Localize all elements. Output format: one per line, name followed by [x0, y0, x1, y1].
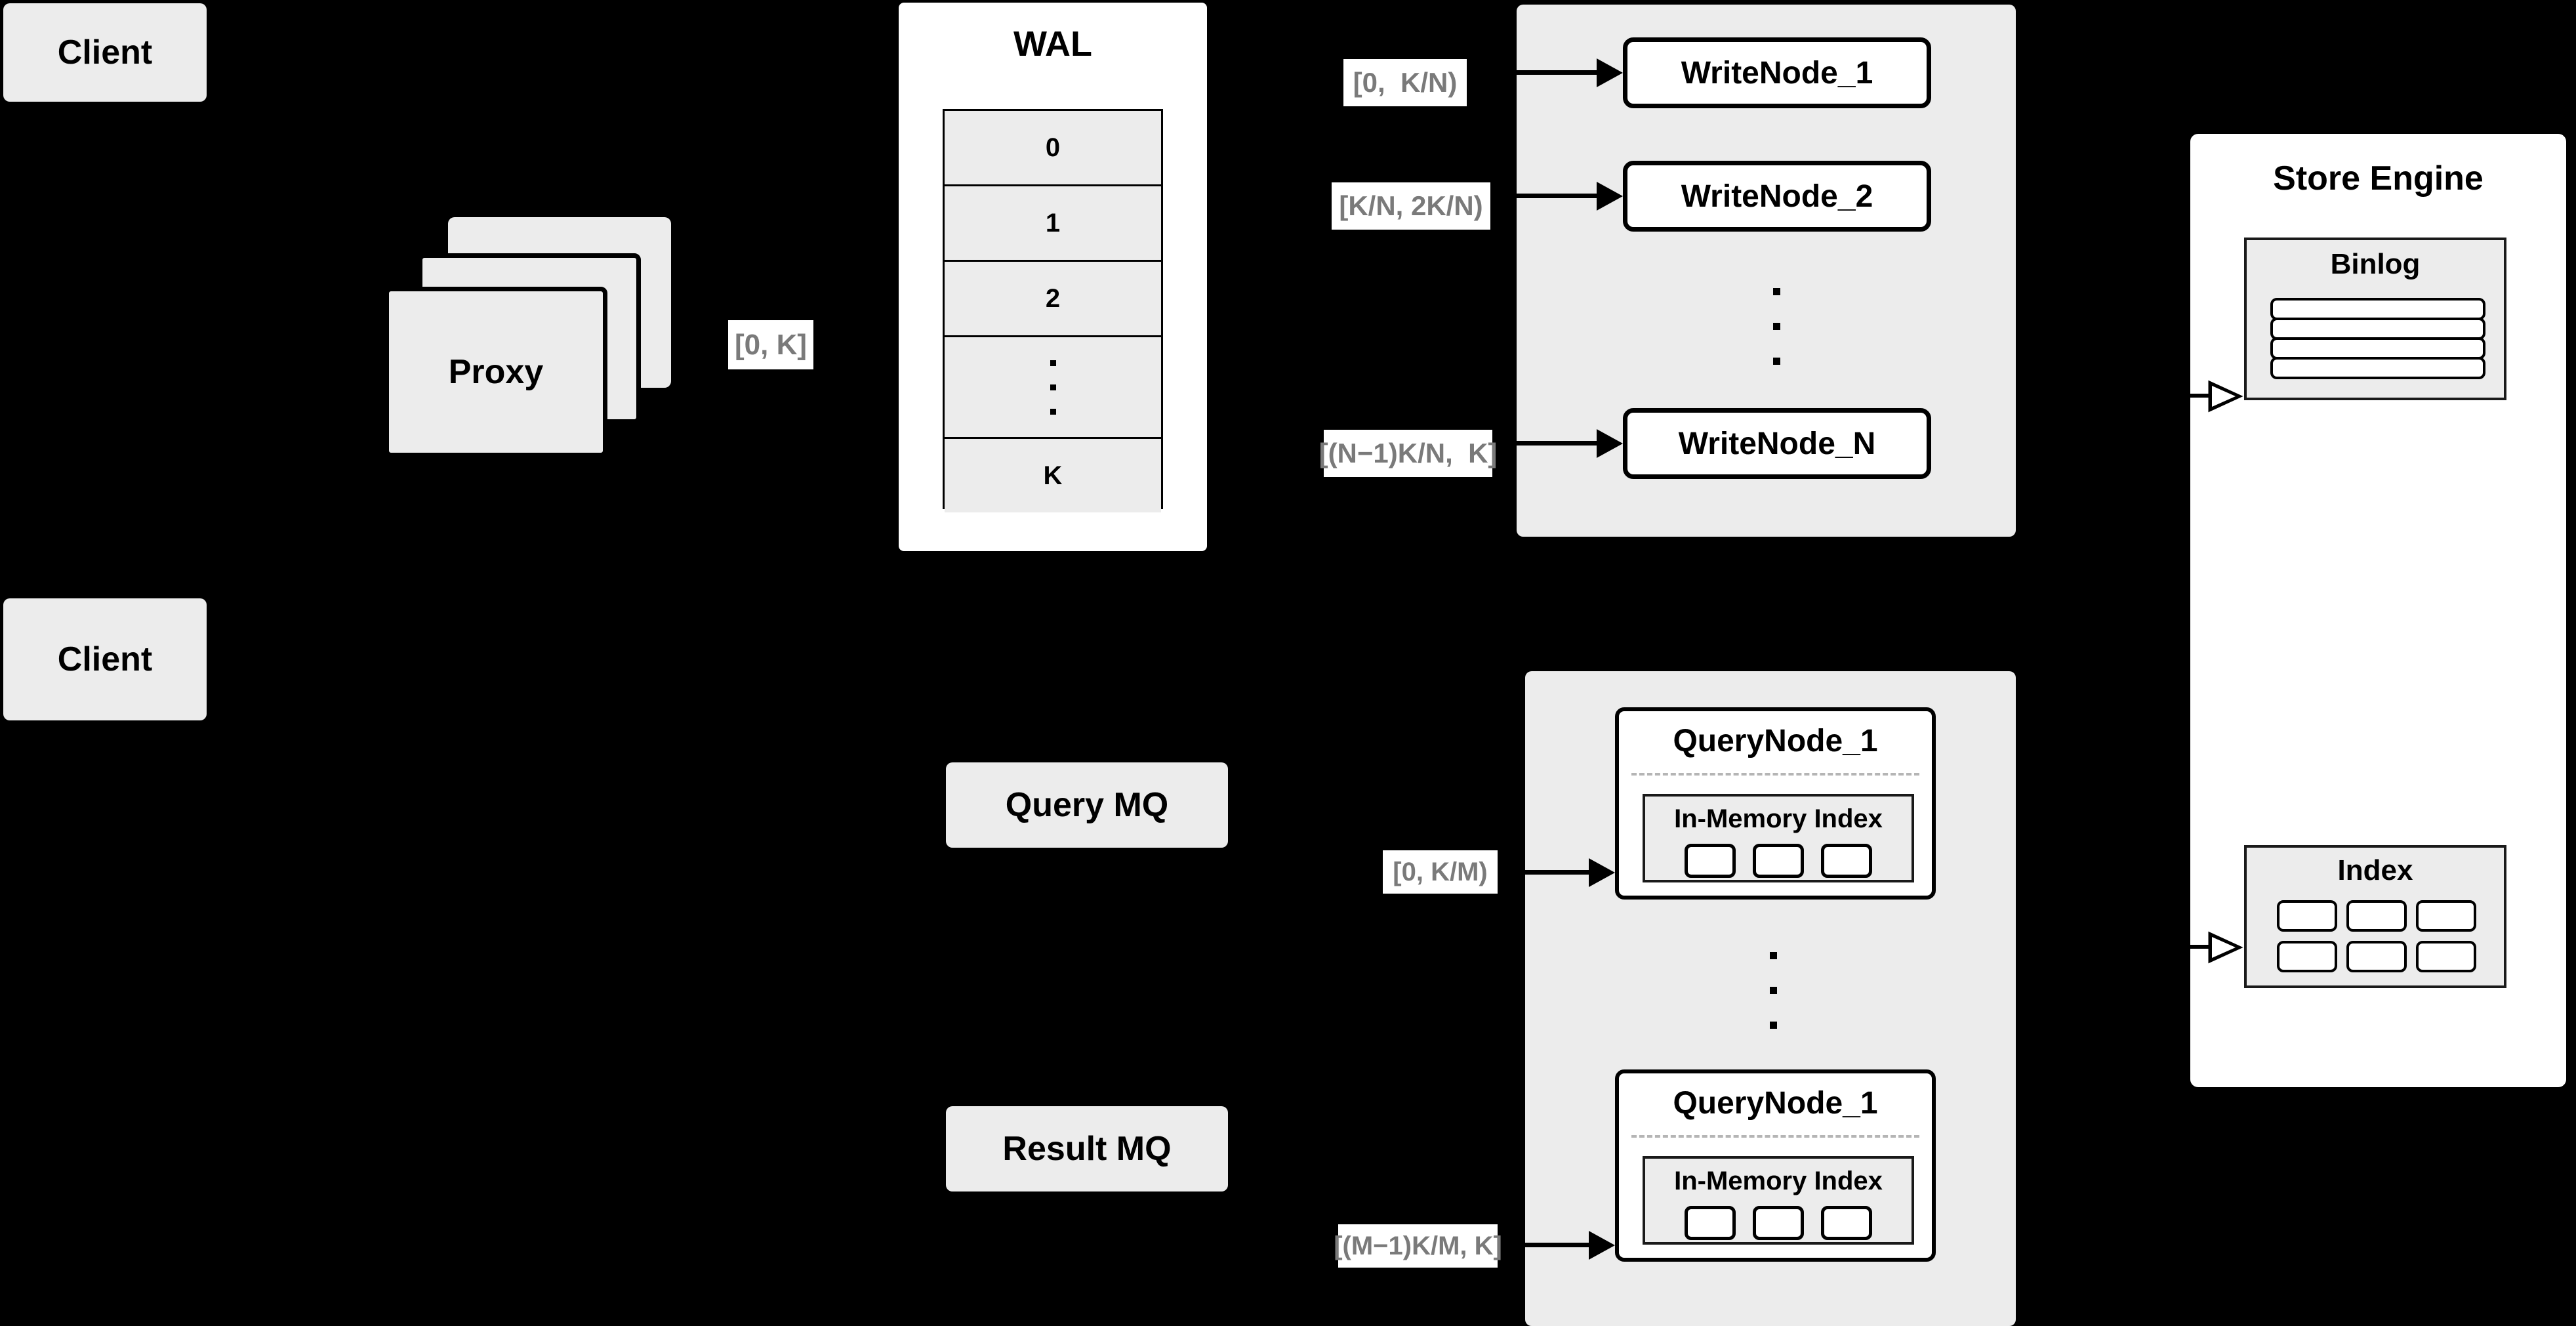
range-label-text: [0, K/N) — [1353, 67, 1458, 98]
query-node-m-separator — [1631, 1135, 1919, 1138]
client-box-1[interactable]: Client — [3, 3, 207, 102]
index-box: Index — [2244, 845, 2506, 988]
index-slot — [1821, 844, 1872, 878]
range-label-proxy-to-wal: [0, K] — [728, 320, 813, 369]
ellipsis-dot — [1773, 358, 1780, 365]
query-node-m-in-memory-index: In-Memory Index — [1643, 1156, 1914, 1245]
binlog-entry — [2270, 357, 2485, 379]
ellipsis-dot — [1773, 323, 1780, 330]
in-memory-index-title-m: In-Memory Index — [1674, 1167, 1883, 1195]
arrow-head-write-2 — [1597, 182, 1623, 211]
query-node-1-separator — [1631, 773, 1919, 776]
index-title: Index — [2337, 854, 2413, 886]
result-mq-label: Result MQ — [1002, 1130, 1172, 1168]
index-slot — [1821, 1206, 1872, 1240]
write-node-n-label: WriteNode_N — [1678, 426, 1876, 461]
ellipsis-dot — [1770, 952, 1777, 959]
arrow-line-write-1 — [1517, 70, 1599, 75]
index-cell — [2277, 900, 2337, 932]
binlog-entry — [2270, 337, 2485, 360]
result-mq-box[interactable]: Result MQ — [946, 1106, 1228, 1191]
wal-dot — [1050, 408, 1056, 415]
write-node-1[interactable]: WriteNode_1 — [1623, 37, 1931, 108]
query-node-m[interactable]: QueryNode_1 In-Memory Index — [1615, 1069, 1936, 1262]
index-cell — [2346, 900, 2407, 932]
write-node-n[interactable]: WriteNode_N — [1623, 408, 1931, 479]
client-box-2[interactable]: Client — [3, 598, 207, 720]
wal-dot — [1050, 384, 1056, 390]
query-node-m-title: QueryNode_1 — [1673, 1086, 1878, 1121]
write-node-1-label: WriteNode_1 — [1681, 55, 1873, 91]
query-mq-box[interactable]: Query MQ — [946, 762, 1228, 848]
query-node-ellipsis — [1770, 938, 1777, 1043]
binlog-box: Binlog — [2244, 238, 2506, 400]
range-label-write-node-n: [(N−1)K/N, K] — [1319, 430, 1497, 477]
query-node-1[interactable]: QueryNode_1 In-Memory Index — [1615, 707, 1936, 900]
arrow-line-write-n — [1517, 441, 1599, 445]
index-slot — [1753, 844, 1804, 878]
wal-row-1: 1 — [945, 186, 1161, 262]
query-node-1-title: QueryNode_1 — [1673, 724, 1878, 758]
range-label-text: [0, K/M) — [1393, 857, 1488, 886]
binlog-title: Binlog — [2330, 248, 2421, 280]
arrow-head-write-1 — [1597, 58, 1623, 87]
range-label-text: [(M−1)K/M, K] — [1334, 1231, 1502, 1260]
wal-row-k: K — [945, 439, 1161, 512]
client-label-1: Client — [57, 33, 153, 72]
arrow-head-query-m — [1589, 1231, 1615, 1260]
arrow-line-write-2 — [1517, 194, 1599, 198]
arrow-line-to-index — [2189, 945, 2211, 949]
proxy-box[interactable]: Proxy — [384, 287, 607, 457]
arrow-line-to-binlog — [2189, 394, 2211, 398]
index-cell — [2416, 941, 2476, 972]
arrow-head-query-1 — [1589, 858, 1615, 887]
write-node-ellipsis — [1773, 274, 1780, 379]
wal-row-0: 0 — [945, 111, 1161, 186]
range-label-text: [0, K] — [735, 328, 807, 361]
range-label-write-node-2: [K/N, 2K/N) — [1332, 182, 1490, 230]
wal-table: 0 1 2 K — [943, 109, 1163, 512]
wal-row-2: 2 — [945, 262, 1161, 337]
arrow-line-query-m — [1525, 1243, 1597, 1247]
query-node-1-in-memory-index: In-Memory Index — [1643, 794, 1914, 882]
binlog-entry — [2270, 298, 2485, 320]
range-label-text: [(N−1)K/N, K] — [1319, 438, 1498, 468]
index-slot — [1753, 1206, 1804, 1240]
wal-dot — [1050, 360, 1056, 366]
index-slot — [1685, 1206, 1736, 1240]
store-engine-panel: Store Engine Binlog Index — [2185, 129, 2571, 1092]
index-cell — [2346, 941, 2407, 972]
in-memory-index-slots-m — [1645, 1206, 1912, 1240]
proxy-label: Proxy — [448, 353, 544, 391]
arrow-line-query-1 — [1525, 870, 1597, 875]
wal-row-ellipsis — [945, 337, 1161, 439]
ellipsis-dot — [1773, 288, 1780, 295]
write-node-2-label: WriteNode_2 — [1681, 178, 1873, 214]
wal-title: WAL — [1013, 24, 1092, 64]
index-cell — [2416, 900, 2476, 932]
query-mq-label: Query MQ — [1005, 786, 1169, 824]
range-label-text: [K/N, 2K/N) — [1339, 190, 1483, 221]
in-memory-index-title-1: In-Memory Index — [1674, 804, 1883, 833]
client-label-2: Client — [57, 640, 153, 678]
range-label-query-node-1: [0, K/M) — [1383, 850, 1498, 894]
arrow-head-write-n — [1597, 429, 1623, 458]
ellipsis-dot — [1770, 1022, 1777, 1029]
index-slot — [1685, 844, 1736, 878]
in-memory-index-slots-1 — [1645, 844, 1912, 878]
write-node-2[interactable]: WriteNode_2 — [1623, 161, 1931, 232]
wal-panel: WAL 0 1 2 K — [899, 3, 1207, 551]
ellipsis-dot — [1770, 987, 1777, 994]
range-label-query-node-m: [(M−1)K/M, K] — [1334, 1224, 1502, 1268]
index-cell — [2277, 941, 2337, 972]
range-label-write-node-1: [0, K/N) — [1343, 59, 1467, 106]
store-engine-title: Store Engine — [2273, 159, 2484, 197]
binlog-entry — [2270, 318, 2485, 340]
